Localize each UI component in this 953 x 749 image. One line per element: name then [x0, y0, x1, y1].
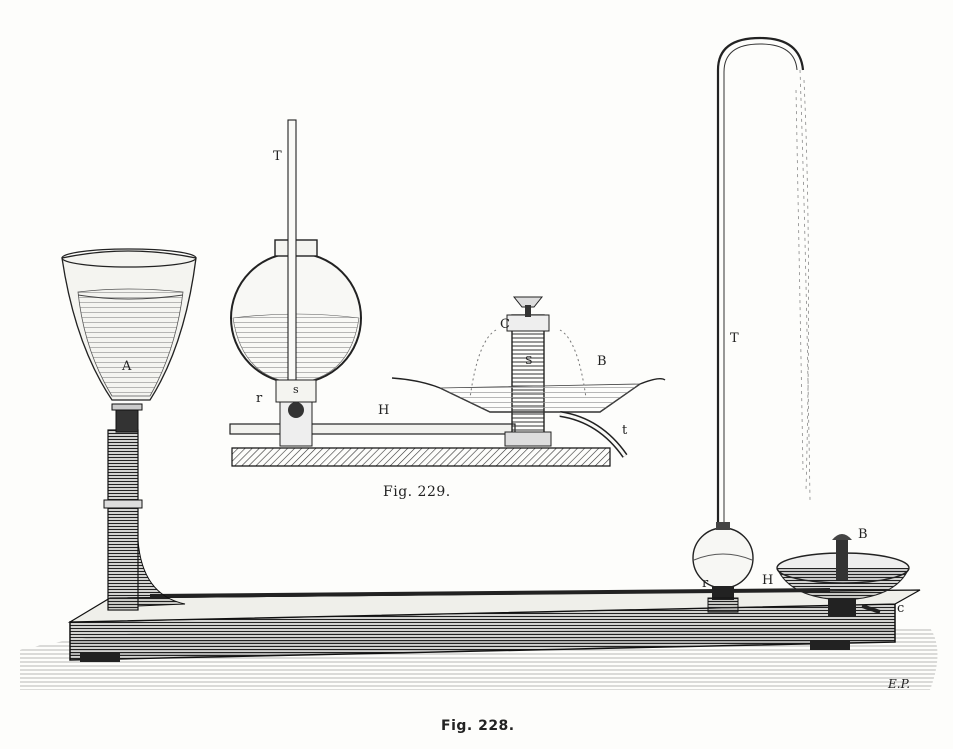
label-r-fig228: r — [702, 576, 709, 591]
label-H-fig229: H — [378, 403, 390, 418]
tube-T — [716, 36, 811, 540]
caption-fig229: Fig. 229. — [383, 484, 451, 500]
fig229-globe — [230, 119, 362, 447]
label-B-fig229: B — [597, 354, 607, 369]
label-s-fig229: s — [293, 383, 299, 396]
caption-fig228: Fig. 228. — [441, 718, 515, 734]
label-A: A — [122, 359, 132, 374]
label-S-fig229: S — [525, 354, 533, 367]
fig229-apparatus — [229, 119, 666, 467]
fig229-pump — [504, 296, 552, 447]
basin-B — [776, 534, 910, 616]
engraver-signature: E.P. — [888, 677, 911, 691]
label-C-fig229: C — [500, 317, 510, 332]
vessel-A — [61, 248, 197, 401]
label-t-fig229: t — [622, 423, 628, 438]
fig228-apparatus — [20, 36, 938, 690]
fig229-basin — [391, 329, 666, 458]
label-T-fig229: T — [273, 149, 282, 164]
funnel-stand — [103, 403, 186, 611]
label-r-fig229: r — [256, 391, 263, 406]
label-H-fig228: H — [762, 573, 774, 588]
falling-water — [795, 69, 811, 501]
fig229-pipe-H — [229, 423, 516, 435]
label-c-fig228: c — [897, 601, 905, 616]
fig229-base — [231, 447, 611, 467]
globe-r — [692, 522, 754, 613]
label-B-fig228: B — [858, 527, 868, 542]
label-T-fig228: T — [730, 331, 739, 346]
